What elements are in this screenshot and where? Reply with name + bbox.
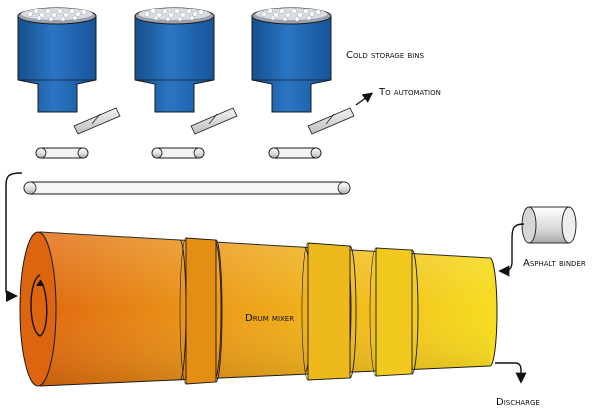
storage-bin-3	[251, 7, 332, 113]
label-to-automation: To automation	[378, 87, 441, 98]
feed-arrow	[5, 172, 23, 302]
feeder-conveyor-2	[151, 147, 205, 159]
label-cold-storage-bins: Cold storage bins	[346, 50, 425, 61]
label-drum-mixer: Drum mixer	[245, 313, 294, 324]
drum-inlet-face	[19, 231, 57, 387]
feed-gate-2	[190, 107, 238, 135]
feeder-conveyor-3	[268, 147, 322, 159]
discharge-arrow	[495, 362, 527, 384]
drum-ring-1	[179, 237, 223, 385]
binder-arrow	[498, 223, 525, 277]
feeder-conveyor-1	[35, 147, 89, 159]
storage-bin-1	[17, 7, 97, 113]
collecting-conveyor	[23, 181, 351, 195]
rotation-icon	[30, 274, 48, 337]
label-discharge: Discharge	[496, 397, 540, 408]
label-asphalt-binder: Asphalt binder	[523, 258, 586, 269]
asphalt-binder-tank	[521, 206, 577, 244]
storage-bin-2	[134, 7, 215, 113]
feed-gate-1	[73, 107, 121, 135]
drum-mixer	[19, 231, 498, 387]
drum-ring-2	[301, 242, 357, 381]
feed-gate-3	[307, 107, 355, 135]
automation-arrow	[355, 92, 374, 106]
drum-ring-3	[369, 247, 419, 377]
